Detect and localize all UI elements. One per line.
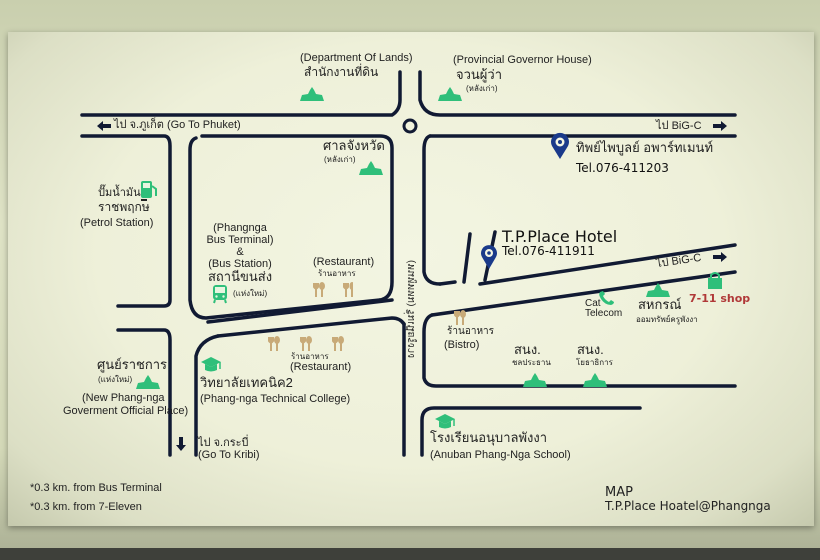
restaurant1-en: (Restaurant) xyxy=(313,256,375,268)
arrow-left-icon xyxy=(97,121,111,131)
governor-note: (หลังเก่า) xyxy=(466,84,498,93)
gov-center-note: (แห่งใหม่) xyxy=(98,375,133,384)
coop-note: ออมทรัพย์ครูพังงา xyxy=(636,315,698,324)
government-building-icon xyxy=(438,87,462,101)
coop-th: สหกรณ์ xyxy=(638,297,682,312)
restaurant1-th: ร้านอาหาร xyxy=(318,269,356,278)
bus-en2: Bus Terminal) xyxy=(206,234,274,246)
governor-en: (Provincial Governor House) xyxy=(453,54,592,66)
bus-th: สถานีขนส่ง xyxy=(208,269,273,284)
tech-college-th: วิทยาลัยเทคนิค2 xyxy=(200,375,293,390)
road-name-label: (หนหูทหม) ริ่มเนียรูงาง xyxy=(406,260,417,359)
bus-icon xyxy=(213,285,227,304)
restaurant-icon xyxy=(268,336,344,351)
bus-en1: (Phangnga xyxy=(213,222,267,234)
government-building-icon xyxy=(583,373,607,387)
gov-center-en2: Goverment Official Place) xyxy=(63,405,189,417)
government-building-icon xyxy=(300,87,324,101)
dept-lands-en: (Department Of Lands) xyxy=(300,52,413,64)
graduation-cap-icon xyxy=(201,357,221,372)
petrol-th2: ราชพฤกษ xyxy=(98,200,150,214)
direction-phuket: ไป จ.ภูเก็ต (Go To Phuket) xyxy=(114,119,241,131)
arrow-right-icon xyxy=(713,252,727,262)
snng2-th: สนง. xyxy=(577,342,604,357)
location-pin-icon[interactable] xyxy=(480,244,498,270)
restaurant2-th: ร้านอาหาร xyxy=(291,352,329,361)
school-en: (Anuban Phang-Nga School) xyxy=(430,449,571,461)
phone-icon xyxy=(599,291,614,305)
tech-college-en: (Phang-nga Technical College) xyxy=(200,393,351,405)
map-title: MAP xyxy=(605,485,633,500)
school-th: โรงเรียนอนุบาลพังงา xyxy=(430,430,548,445)
hotel-tel: Tel.076-411911 xyxy=(502,244,595,258)
governor-th: จวนผู้ว่า xyxy=(456,67,503,82)
court-note: (หลังเก่า) xyxy=(324,155,356,164)
gov-center-th: ศูนย์ราชการ xyxy=(97,357,168,372)
government-building-icon xyxy=(646,283,670,297)
restaurant-icon xyxy=(454,310,466,325)
seven-eleven-label: 7-11 shop xyxy=(689,292,751,305)
court-th: ศาลจังหวัด xyxy=(323,138,385,153)
government-building-icon xyxy=(136,375,160,389)
petrol-en: (Petrol Station) xyxy=(80,217,154,229)
hotel-name: T.P.Place Hotel xyxy=(502,227,618,246)
note-seven-eleven: *0.3 km. from 7-Eleven xyxy=(30,501,142,513)
bus-note: (แห่งใหม่) xyxy=(233,289,268,298)
restaurant2-en: (Restaurant) xyxy=(290,361,352,373)
apartment-name: ทิพย์ไพบูลย์ อพาร์ทเมนท์ xyxy=(576,140,714,155)
direction-krabi-en: (Go To Kribi) xyxy=(198,449,260,461)
bistro-en: (Bistro) xyxy=(444,339,480,351)
bistro-th: ร้านอาหาร xyxy=(447,326,495,337)
petrol-pump-icon xyxy=(141,181,157,201)
bus-en3: (Bus Station) xyxy=(208,258,272,270)
arrow-down-icon xyxy=(176,437,186,451)
snng1-th: สนง. xyxy=(514,342,541,357)
snng1-note: ชลประธาน xyxy=(512,358,551,367)
government-building-icon xyxy=(523,373,547,387)
location-pin-icon[interactable] xyxy=(550,132,570,160)
shopping-bag-icon xyxy=(708,272,722,289)
petrol-th1: ปั๊มน้ำมัน xyxy=(98,187,141,199)
direction-krabi-th: ไป จ.กระบี่ xyxy=(198,437,249,449)
cat-telecom-l2: Telecom xyxy=(585,308,623,319)
government-building-icon xyxy=(359,161,383,175)
dept-lands-th: สำนักงานที่ดิน xyxy=(304,65,379,79)
bus-amp: & xyxy=(236,246,244,258)
bottom-bar xyxy=(0,548,820,560)
restaurant-icon xyxy=(313,282,353,297)
graduation-cap-icon xyxy=(435,414,455,429)
map-subtitle: T.P.Place Hoatel@Phangnga xyxy=(605,499,771,513)
arrow-right-icon xyxy=(713,121,727,131)
snng2-note: โยธาธิการ xyxy=(576,358,613,367)
gov-center-en1: (New Phang-nga xyxy=(82,392,165,404)
cat-telecom-l1: Cat xyxy=(585,298,601,309)
note-bus-terminal: *0.3 km. from Bus Terminal xyxy=(30,482,162,494)
apartment-tel: Tel.076-411203 xyxy=(576,161,669,175)
direction-bigc-top: ไป BiG-C xyxy=(656,120,702,132)
